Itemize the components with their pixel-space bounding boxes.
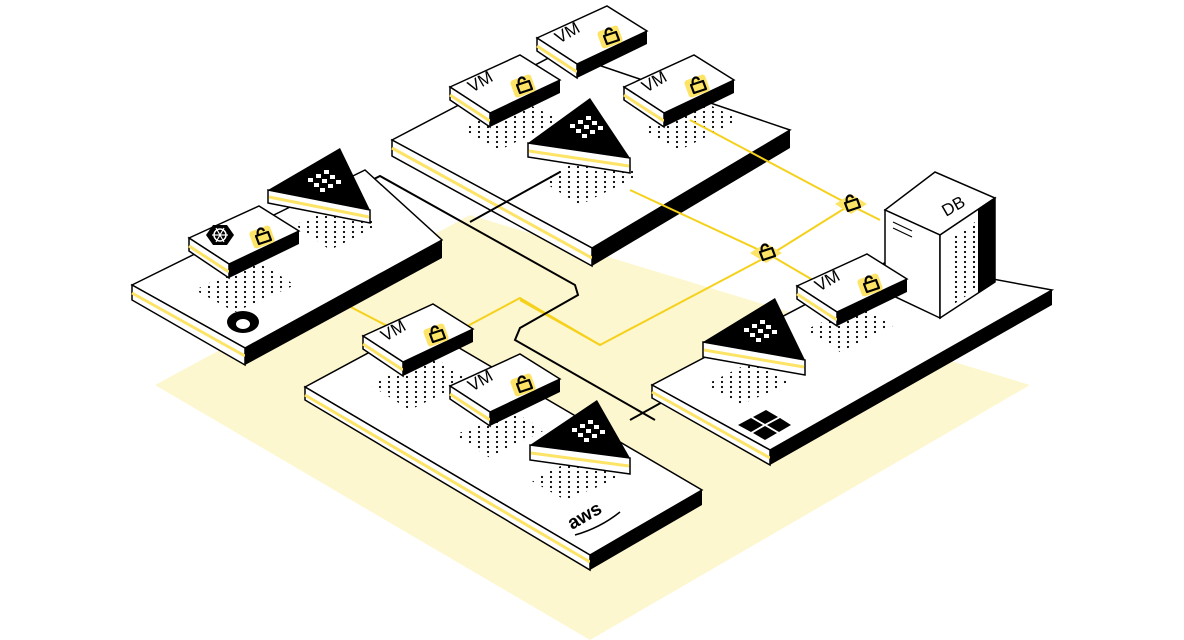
vault-triangle-left[interactable] [267,148,371,224]
aws-smile-icon [574,511,621,536]
kubernetes-icon [206,225,234,245]
vault-triangle-right[interactable] [702,298,806,376]
vm-node-aws-1[interactable]: VM [361,303,475,378]
vault-triangle-top[interactable] [527,98,631,174]
vm-node-aws-2[interactable]: VM [448,353,562,428]
vault-grid-icon [572,420,605,442]
vault-grid-icon [744,320,777,342]
vault-triangle-aws[interactable] [529,400,631,475]
network-links-yellow [259,119,881,347]
kubernetes-node[interactable] [187,205,301,280]
aws-platform: aws [303,324,704,572]
vm-node-top-left[interactable]: VM [448,54,562,129]
vault-grid-icon [570,116,603,138]
link-lock-lower[interactable] [750,243,782,263]
windows-icon [738,410,791,440]
cloud-icon [227,311,259,333]
vm-node-top[interactable]: VM [535,5,649,80]
vault-grid-icon [308,170,341,192]
link-lock-upper[interactable] [835,194,867,214]
